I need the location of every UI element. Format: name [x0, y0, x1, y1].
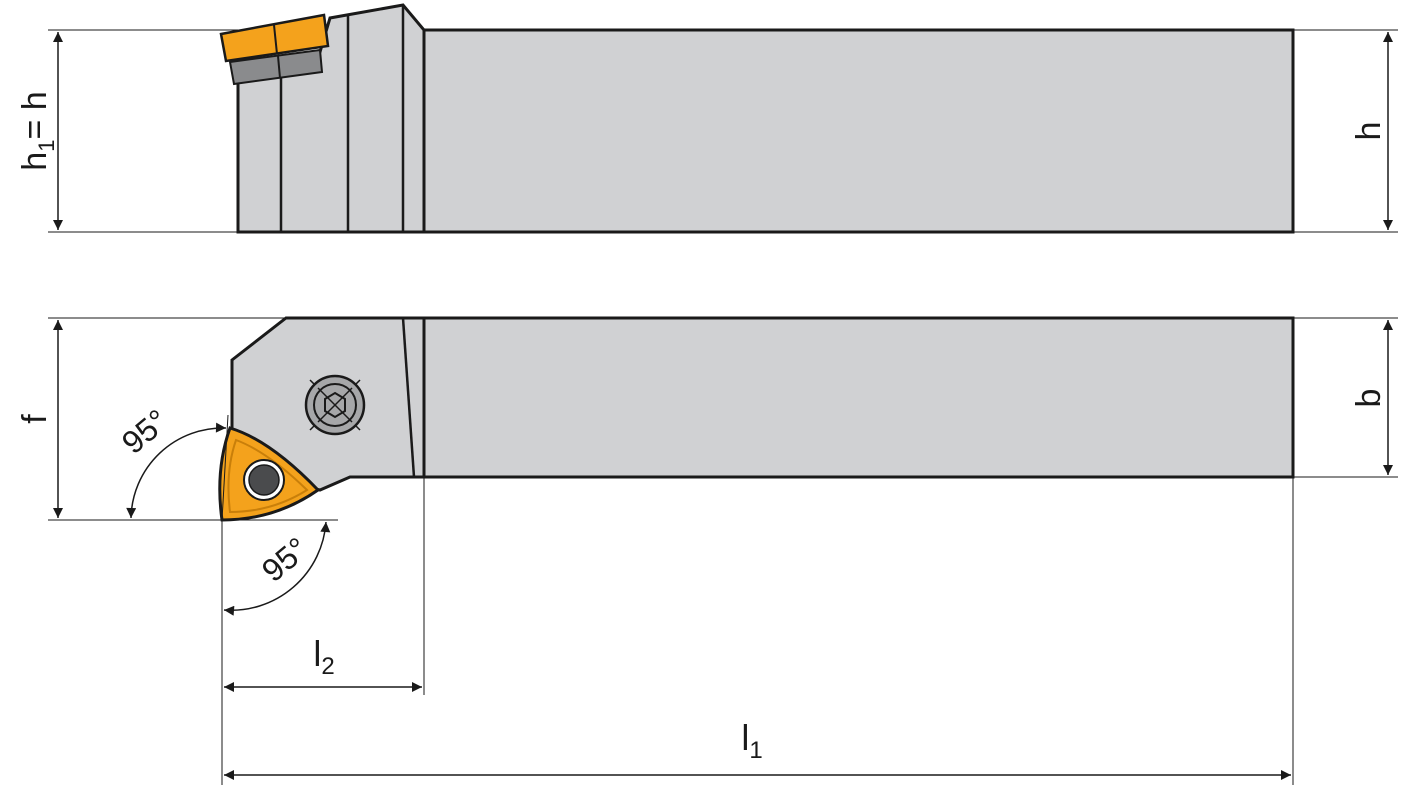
angle-side: 95° — [115, 402, 229, 521]
dim-h1-eq: = h — [16, 91, 54, 139]
dim-b: b — [1293, 317, 1398, 478]
dim-h1-label: h1= h — [16, 91, 59, 170]
dim-h-label: h — [1350, 122, 1388, 141]
dim-l1: l1 — [221, 477, 1294, 785]
dim-l1-sub: 1 — [749, 737, 762, 764]
side-view-insert-split — [273, 24, 278, 55]
dim-l1-label: l1 — [741, 717, 762, 764]
angle-side-label: 95° — [115, 402, 175, 461]
dim-l2: l2 — [224, 477, 425, 695]
dim-h1: h1= h — [16, 29, 238, 233]
dim-b-label: b — [1350, 389, 1388, 408]
dim-h1-main: h — [16, 152, 54, 171]
dim-f-label: f — [16, 414, 54, 424]
dim-l1-main: l — [741, 717, 749, 758]
side-view-shim-split — [277, 55, 281, 79]
angle-end-label: 95° — [255, 530, 315, 589]
side-view-shank — [422, 28, 1295, 234]
angle-end-arc — [223, 521, 331, 616]
dim-h: h — [1293, 29, 1398, 233]
trigon-insert-chipbreaker — [227, 438, 309, 514]
side-view-shim — [228, 48, 324, 86]
angle-end: 95° — [221, 520, 331, 690]
trigon-insert-screw — [248, 464, 280, 496]
dim-l2-label: l2 — [313, 633, 334, 680]
dim-l2-main: l — [313, 633, 321, 674]
dim-l2-sub: 2 — [321, 653, 334, 680]
top-view-shank — [422, 316, 1295, 479]
dim-h1-sub: 1 — [34, 140, 59, 152]
angle-side-arc — [126, 422, 227, 519]
dim-f: f — [16, 317, 338, 521]
trigon-insert — [218, 426, 321, 522]
side-view — [219, 3, 1295, 234]
top-view-line-1 — [401, 317, 416, 478]
clamp-screw — [304, 374, 366, 436]
top-view — [218, 316, 1295, 522]
